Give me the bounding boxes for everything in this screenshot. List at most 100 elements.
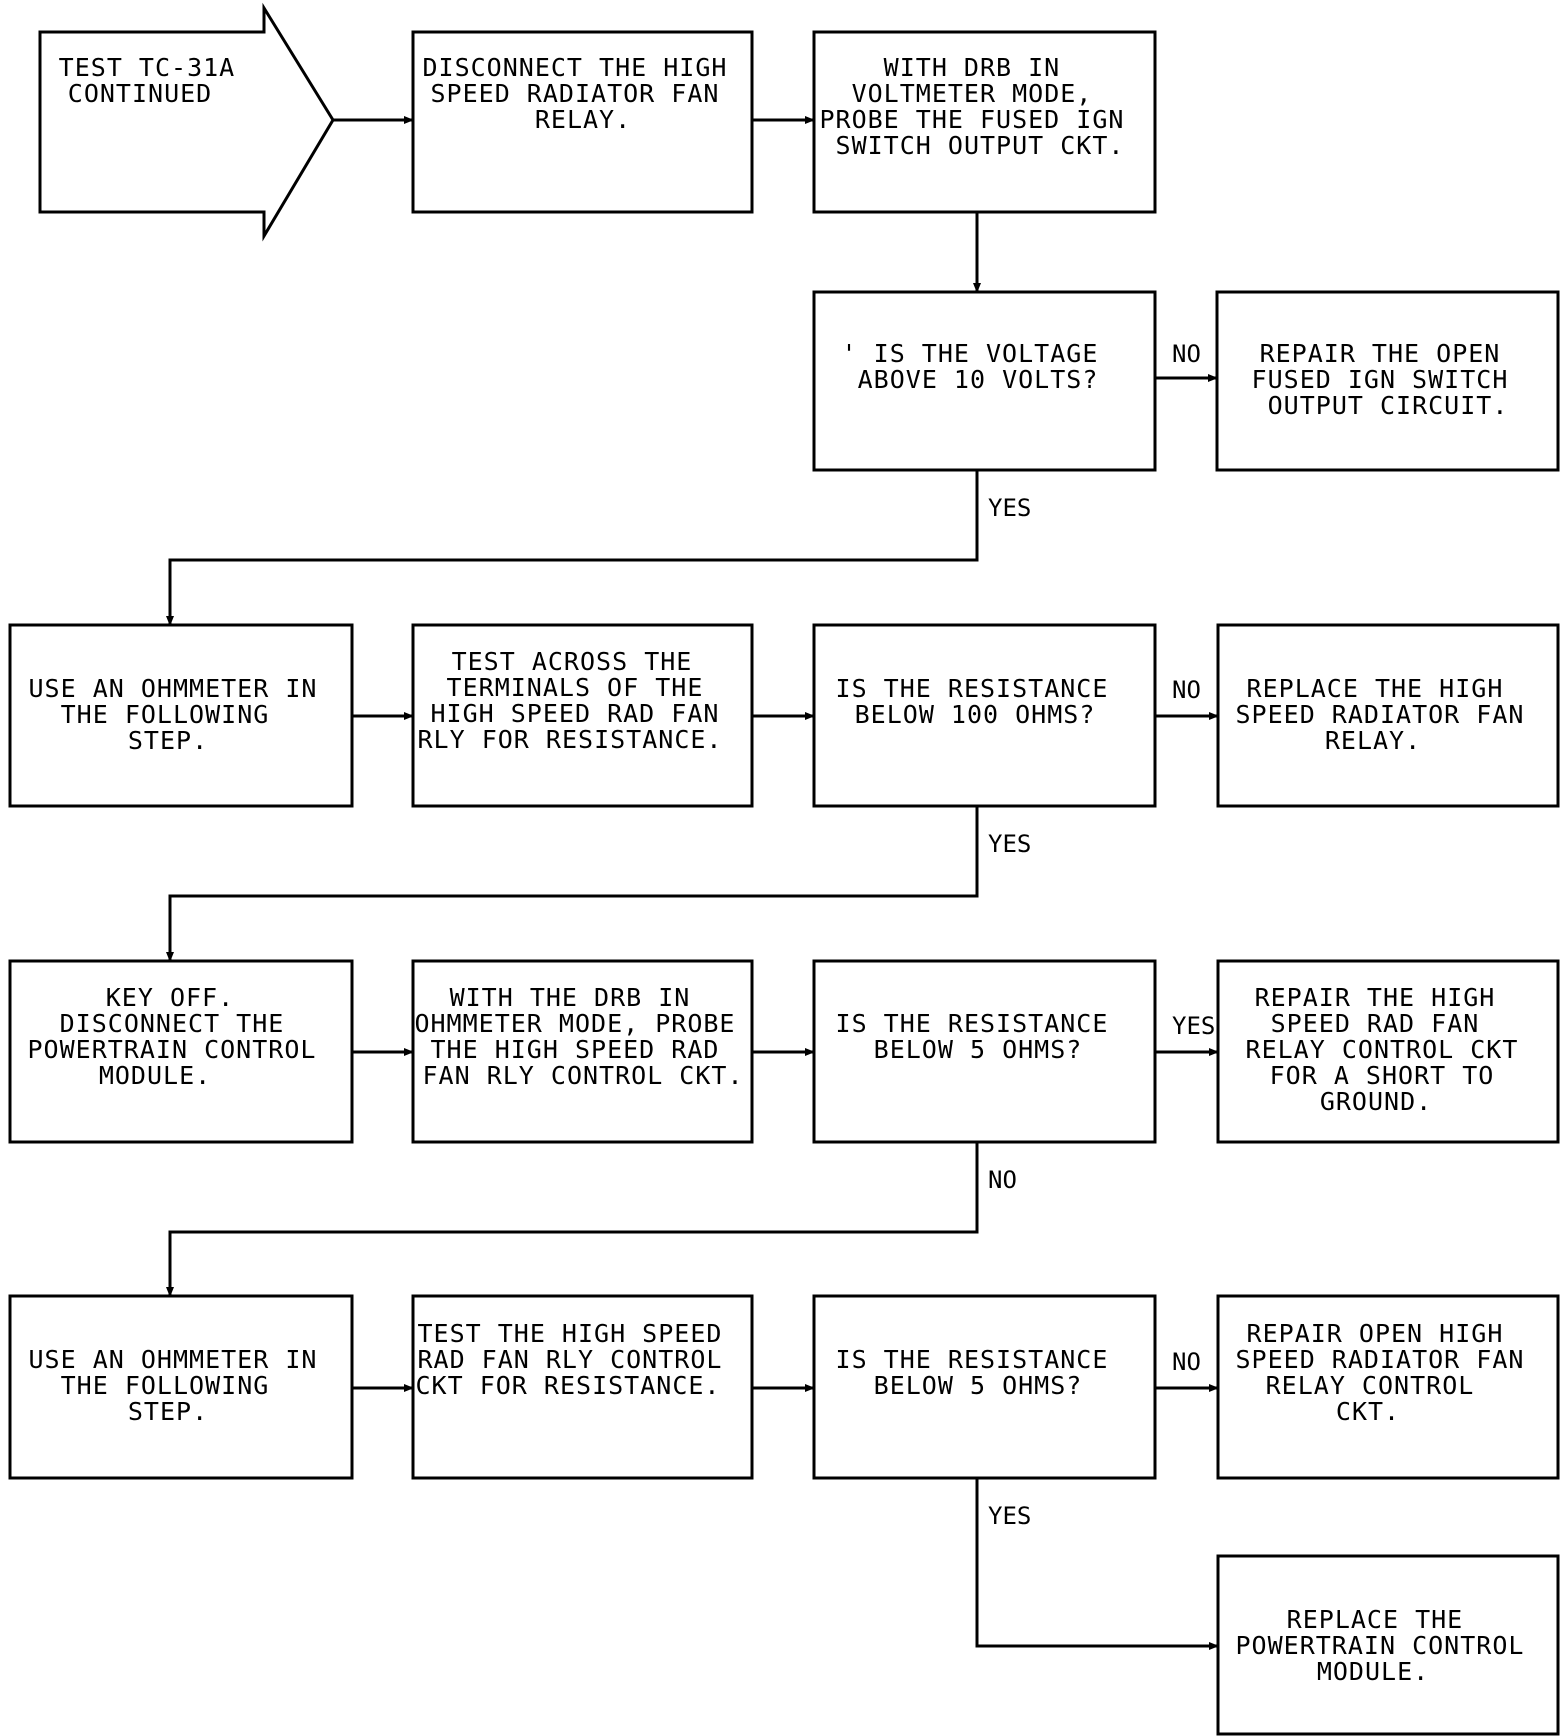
node-text-line: CONTINUED	[68, 79, 212, 108]
svg-text:DISCONNECT THE HIGH SP: DISCONNECT THE HIGH SPEED RADIATOR FAN R…	[422, 53, 743, 134]
svg-text:TEST THE HIGH SPEED RA: TEST THE HIGH SPEED RAD FAN RLY CONTROL …	[416, 1319, 739, 1400]
node-text-line: TEST THE HIGH SPEED	[417, 1319, 722, 1348]
edge-label-no: NO	[1172, 676, 1201, 704]
node-text-line: WITH DRB IN	[884, 53, 1061, 82]
probe-rad-fan-control-step: WITH THE DRB IN OHMMETER MODE, PROBE THE…	[411, 959, 754, 1144]
svg-text:TEST TC-31A CONTINUED: TEST TC-31A CONTINUED	[59, 53, 252, 108]
node-text-line: POWERTRAIN CONTROL	[28, 1035, 317, 1064]
edge-voltage-question-yes	[166, 470, 979, 626]
ohmmeter-step: USE AN OHMMETER IN THE FOLLOWING STEP.	[8, 623, 354, 808]
edge-label-yes: YES	[1172, 1012, 1215, 1040]
node-text-line: WITH THE DRB IN	[450, 983, 691, 1012]
node-text-line: THE FOLLOWING	[61, 700, 270, 729]
svg-text:' IS THE VOLTAGE ABOVE: ' IS THE VOLTAGE ABOVE 10 VOLTS?	[842, 339, 1115, 394]
edge-label-yes: YES	[988, 830, 1031, 858]
node-text-line: CKT FOR RESISTANCE.	[416, 1371, 721, 1400]
node-text-line: THE HIGH SPEED RAD	[431, 1035, 720, 1064]
node-text-line: STEP.	[128, 1397, 208, 1426]
node-text-line: REPAIR THE OPEN	[1260, 339, 1501, 368]
node-text-line: RELAY.	[535, 105, 631, 134]
node-text-line: BELOW 100 OHMS?	[855, 700, 1096, 729]
node-text-line: TEST TC-31A	[59, 53, 236, 82]
repair-open-control-ckt-result: REPAIR OPEN HIGH SPEED RADIATOR FAN RELA…	[1216, 1294, 1560, 1480]
svg-text:USE AN OHMMETER IN THE: USE AN OHMMETER IN THE FOLLOWING STEP.	[29, 1345, 334, 1426]
edge-resistance5-question2-yes	[975, 1478, 1219, 1650]
node-text-line: FUSED IGN SWITCH	[1252, 365, 1509, 394]
ohmmeter-step-2: USE AN OHMMETER IN THE FOLLOWING STEP.	[8, 1294, 354, 1480]
node-text-line: SPEED RADIATOR FAN	[431, 79, 720, 108]
node-text-line: SWITCH OUTPUT CKT.	[836, 131, 1125, 160]
replace-pcm-result: REPLACE THE POWERTRAIN CONTROL MODULE.	[1216, 1554, 1560, 1736]
resistance-below-5-question-2: IS THE RESISTANCE BELOW 5 OHMS?	[812, 1294, 1157, 1480]
svg-text:TEST ACROSS THE TERMIN: TEST ACROSS THE TERMINALS OF THE HIGH SP…	[418, 647, 736, 754]
svg-text:WITH THE DRB IN OHMMET: WITH THE DRB IN OHMMETER MODE, PROBE THE…	[414, 983, 751, 1090]
replace-relay-result: REPLACE THE HIGH SPEED RADIATOR FAN RELA…	[1216, 623, 1560, 808]
node-text-line: BELOW 5 OHMS?	[874, 1035, 1083, 1064]
node-text-line: MODULE.	[1317, 1657, 1429, 1686]
node-text-line: TERMINALS OF THE	[447, 673, 704, 702]
probe-fused-ign-step: WITH DRB IN VOLTMETER MODE, PROBE THE FU…	[812, 30, 1157, 214]
svg-text:IS THE RESISTANCE BELO: IS THE RESISTANCE BELOW 5 OHMS?	[836, 1009, 1125, 1064]
node-text-line: SPEED RADIATOR FAN	[1236, 700, 1525, 729]
node-text-line: HIGH SPEED RAD FAN	[431, 699, 720, 728]
node-text-line: DISCONNECT THE	[60, 1009, 285, 1038]
edge-label-yes: YES	[988, 494, 1031, 522]
svg-text:KEY OFF. DISCONNECT TH: KEY OFF. DISCONNECT THE POWERTRAIN CONTR…	[28, 983, 333, 1090]
node-text-line: USE AN OHMMETER IN	[29, 1345, 318, 1374]
disconnect-relay-step: DISCONNECT THE HIGH SPEED RADIATOR FAN R…	[411, 30, 754, 214]
svg-text:WITH DRB IN VOLTMETER: WITH DRB IN VOLTMETER MODE, PROBE THE FU…	[819, 53, 1140, 160]
node-text-line: TEST ACROSS THE	[452, 647, 693, 676]
node-text-line: REPAIR THE HIGH	[1255, 983, 1496, 1012]
svg-text:REPLACE THE POWERTRAIN: REPLACE THE POWERTRAIN CONTROL MODULE.	[1236, 1605, 1541, 1686]
svg-text:IS THE RESISTANCE BELO: IS THE RESISTANCE BELOW 5 OHMS?	[836, 1345, 1125, 1400]
start-arrow-test-tc31a: TEST TC-31A CONTINUED	[38, 2, 335, 242]
edge-resistance5-question-no	[166, 1142, 979, 1297]
node-text-line: ABOVE 10 VOLTS?	[858, 365, 1099, 394]
node-text-line: RAD FAN RLY CONTROL	[417, 1345, 722, 1374]
repair-short-to-ground-result: REPAIR THE HIGH SPEED RAD FAN RELAY CONT…	[1216, 959, 1560, 1144]
node-text-line: USE AN OHMMETER IN	[29, 674, 318, 703]
node-text-line: VOLTMETER MODE,	[852, 79, 1093, 108]
svg-text:REPAIR OPEN HIGH SPEED: REPAIR OPEN HIGH SPEED RADIATOR FAN RELA…	[1236, 1319, 1541, 1426]
svg-text:REPLACE THE HIGH SPEED: REPLACE THE HIGH SPEED RADIATOR FAN RELA…	[1236, 674, 1541, 755]
test-control-ckt-resistance-step: TEST THE HIGH SPEED RAD FAN RLY CONTROL …	[411, 1294, 754, 1480]
node-text-line: REPLACE THE HIGH	[1247, 674, 1504, 703]
node-text-line: THE FOLLOWING	[61, 1371, 270, 1400]
edge-label-yes: YES	[988, 1502, 1031, 1530]
node-text-line: STEP.	[128, 726, 208, 755]
node-text-line: DISCONNECT THE HIGH	[422, 53, 727, 82]
node-text-line: RELAY CONTROL CKT	[1246, 1035, 1519, 1064]
node-text-line: GROUND.	[1320, 1087, 1432, 1116]
voltage-above-10-question: ' IS THE VOLTAGE ABOVE 10 VOLTS?	[812, 290, 1157, 472]
node-text-line: REPAIR OPEN HIGH	[1247, 1319, 1504, 1348]
node-text-line: RLY FOR RESISTANCE.	[418, 725, 723, 754]
node-text-line: RELAY.	[1325, 726, 1421, 755]
node-text-line: MODULE.	[99, 1061, 211, 1090]
node-text-line: POWERTRAIN CONTROL	[1236, 1631, 1525, 1660]
node-text-line: FAN RLY CONTROL CKT.	[422, 1061, 743, 1090]
node-text-line: BELOW 5 OHMS?	[874, 1371, 1083, 1400]
edge-label-no: NO	[1172, 1348, 1201, 1376]
node-text-line: RELAY CONTROL	[1266, 1371, 1475, 1400]
node-text-line: ' IS THE VOLTAGE	[842, 339, 1099, 368]
node-text-line: CKT.	[1336, 1397, 1400, 1426]
svg-text:REPAIR THE HIGH SPEED: REPAIR THE HIGH SPEED RAD FAN RELAY CONT…	[1246, 983, 1535, 1116]
node-text-line: SPEED RADIATOR FAN	[1236, 1345, 1525, 1374]
svg-text:USE AN OHMMETER IN THE: USE AN OHMMETER IN THE FOLLOWING STEP.	[29, 674, 334, 755]
edge-label-no: NO	[1172, 340, 1201, 368]
svg-text:REPAIR THE OPEN FUSED: REPAIR THE OPEN FUSED IGN SWITCH OUTPUT …	[1252, 339, 1525, 420]
node-text-line: IS THE RESISTANCE	[836, 1345, 1109, 1374]
node-text-line: IS THE RESISTANCE	[836, 1009, 1109, 1038]
node-text-line: IS THE RESISTANCE	[836, 674, 1109, 703]
node-text-line: SPEED RAD FAN	[1271, 1009, 1480, 1038]
resistance-below-5-question: IS THE RESISTANCE BELOW 5 OHMS?	[812, 959, 1157, 1144]
resistance-below-100-question: IS THE RESISTANCE BELOW 100 OHMS?	[812, 623, 1157, 808]
test-relay-terminals-step: TEST ACROSS THE TERMINALS OF THE HIGH SP…	[411, 623, 754, 808]
node-text-line: REPLACE THE	[1287, 1605, 1464, 1634]
node-text-line: OHMMETER MODE, PROBE	[414, 1009, 735, 1038]
node-text-line: FOR A SHORT TO	[1270, 1061, 1495, 1090]
node-text-line: KEY OFF.	[106, 983, 234, 1012]
edge-label-no: NO	[988, 1166, 1017, 1194]
svg-text:IS THE RESISTANCE BELO: IS THE RESISTANCE BELOW 100 OHMS?	[836, 674, 1125, 729]
